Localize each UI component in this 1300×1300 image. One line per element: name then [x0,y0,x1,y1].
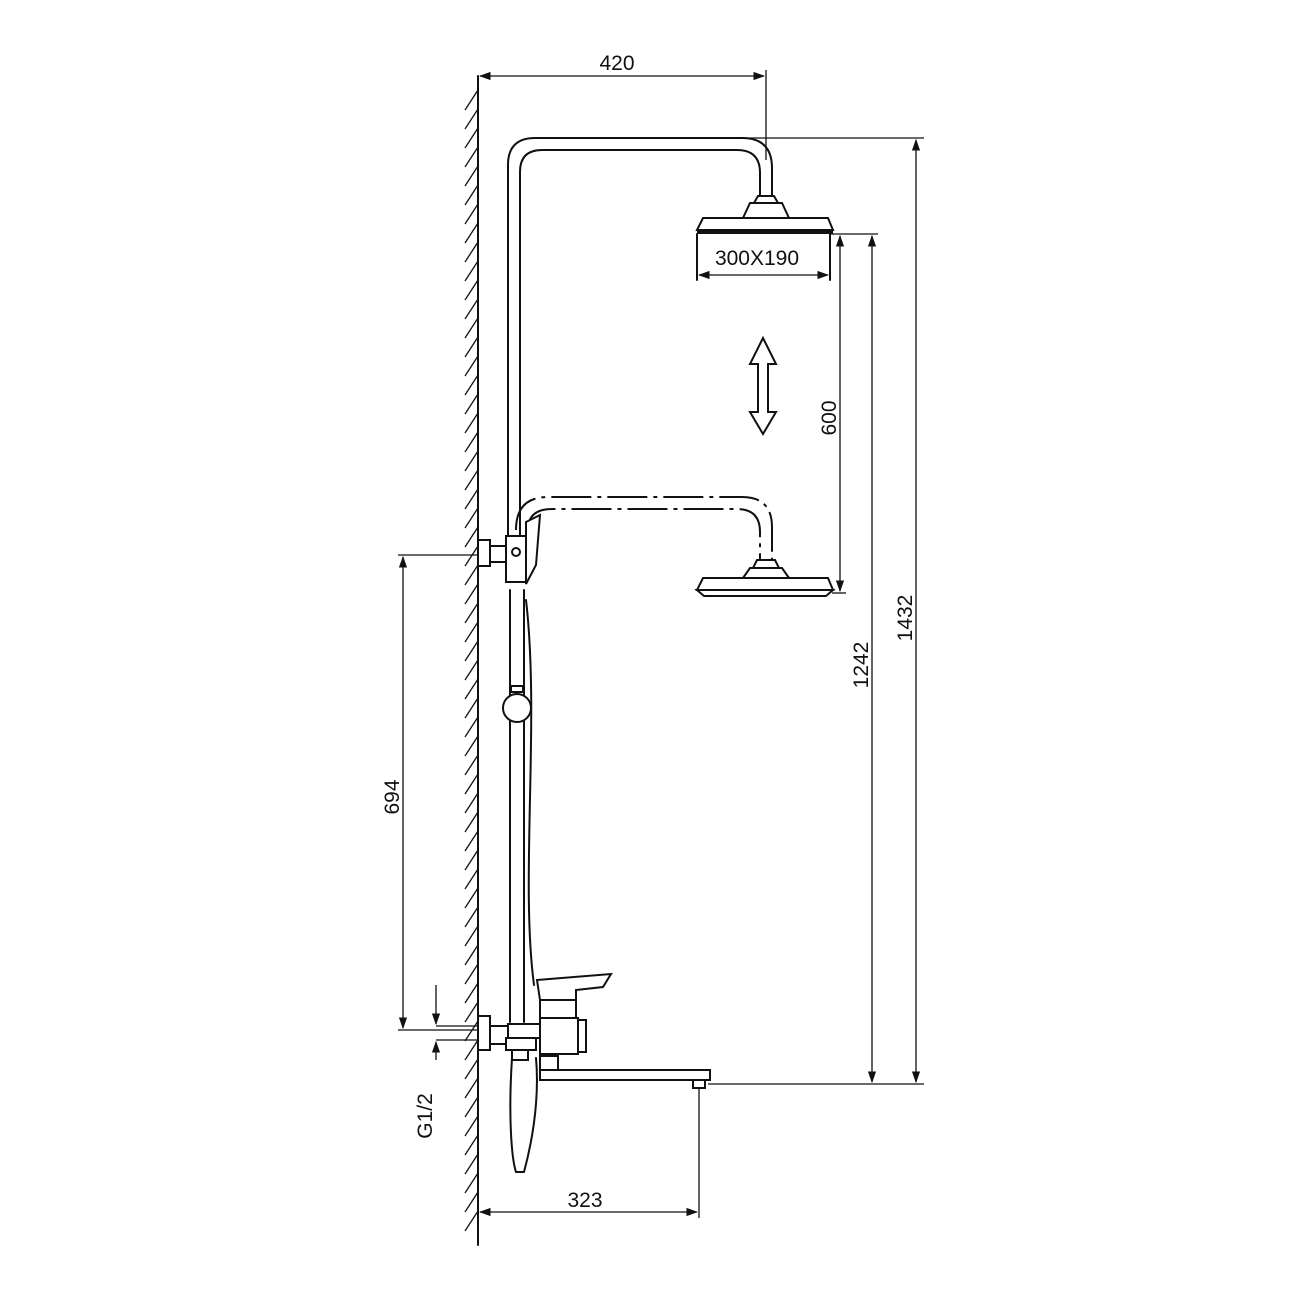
wall-hatch-line [464,811,479,833]
label-shower-head-size: 300X190 [715,247,799,270]
label-connection-height: 694 [381,779,404,814]
wall-hatch-line [464,754,479,776]
dim-thread-size: G1/2 [414,985,478,1139]
riser-pipe [507,137,773,1023]
wall-hatch-line [464,1191,479,1213]
wall-hatch-line [464,716,479,738]
wall-hatch-line [464,146,479,168]
label-spout-reach: 323 [567,1189,602,1212]
wall-hatch-line [464,583,479,605]
wall-hatch-line [464,412,479,434]
wall-hatch-line [464,355,479,377]
wall-hatch-line [464,222,479,244]
wall-hatch-line [464,659,479,681]
wall-hatch-line [464,1058,479,1080]
label-overall-width: 420 [599,52,634,75]
wall-hatch-line [464,545,479,567]
wall-hatch-line [464,450,479,472]
wall-hatch-line [464,963,479,985]
height-adjust-arrow [748,335,778,436]
wall-hatch-line [464,678,479,700]
wall-hatch-line [464,203,479,225]
wall-hatch-line [464,1077,479,1099]
dim-spout-height: 1242 [830,233,878,1084]
wall-hatch-line [464,1096,479,1118]
upper-wall-bracket [477,513,542,585]
wall-hatch-line [464,317,479,339]
dim-spout-reach: 323 [478,1088,700,1218]
rain-shower-head [695,195,835,281]
wall-hatch-line [464,241,479,263]
mixer [477,972,711,1089]
lower-position-arm [515,496,836,597]
dim-adjustment-range: 600 [818,234,846,594]
wall-hatch-line [464,526,479,548]
label-spout-height: 1242 [850,642,873,689]
wall-hatch-line [464,1172,479,1194]
label-thread-size: G1/2 [414,1093,437,1139]
wall-hatch-line [464,621,479,643]
wall-hatch-line [464,108,479,130]
wall-hatch-line [464,773,479,795]
wall-hatch-line [464,184,479,206]
wall-hatch-line [464,1020,479,1042]
wall-hatch-line [464,374,479,396]
wall-hatch-line [464,165,479,187]
wall-hatch-line [464,602,479,624]
wall-hatch-line [464,431,479,453]
wall-hatch-line [464,849,479,871]
wall-hatch-line [464,336,479,358]
wall-hatch-line [464,1001,479,1023]
dim-overall-width: 420 [478,52,767,160]
wall-hatch-line [464,982,479,1004]
wall-hatch-line [464,887,479,909]
wall [464,75,479,1246]
wall-hatch-line [464,564,479,586]
wall-hatch-line [464,925,479,947]
wall-hatch-line [464,488,479,510]
label-overall-height: 1432 [894,595,917,642]
label-adjustment-range: 600 [818,400,841,435]
wall-hatch-line [464,697,479,719]
wall-hatch-line [464,1115,479,1137]
wall-hatch-line [464,89,479,111]
wall-hatch-line [464,735,479,757]
wall-hatch-line [464,792,479,814]
slide-holder [502,685,532,723]
wall-hatch-line [464,1153,479,1175]
wall-hatch-line [464,830,479,852]
wall-hatch-line [464,469,479,491]
wall-hatch-line [464,1210,479,1232]
wall-hatch-line [464,944,479,966]
wall-hatch-line [464,868,479,890]
wall-hatch-line [464,906,479,928]
wall-hatch-line [464,1039,479,1061]
shower-hose [509,599,538,1173]
dim-overall-height: 1432 [708,137,924,1085]
wall-hatch-line [464,1134,479,1156]
wall-hatch-line [464,393,479,415]
wall-hatch-line [464,279,479,301]
wall-hatch-line [464,127,479,149]
wall-hatch-line [464,640,479,662]
dim-shower-head-size: 300X190 [697,247,830,280]
wall-hatch-line [464,298,479,320]
dim-connection-height: 694 [381,554,478,1031]
wall-hatch-line [464,260,479,282]
wall-hatch-line [464,507,479,529]
